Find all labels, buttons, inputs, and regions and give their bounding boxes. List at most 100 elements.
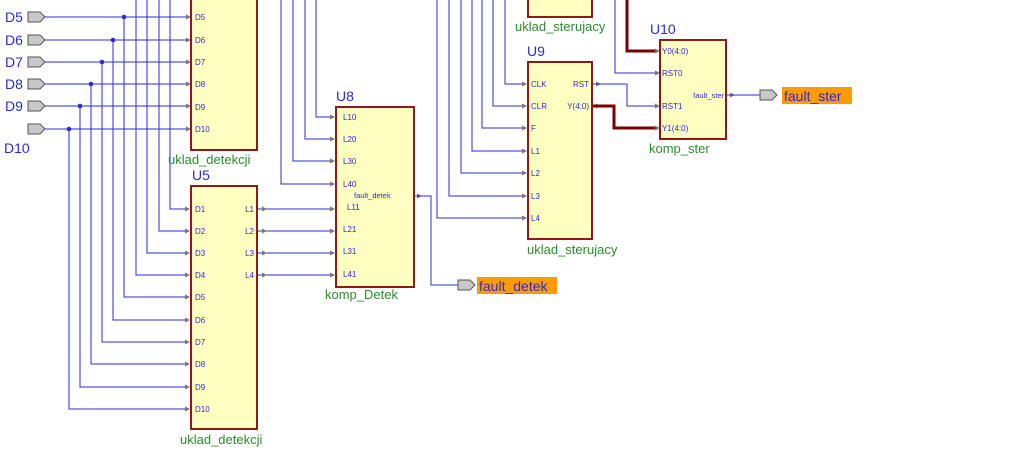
input-port-d5[interactable] bbox=[27, 11, 46, 23]
wire bbox=[123, 17, 185, 298]
output-label-fault-ster: fault_ster bbox=[784, 88, 842, 104]
block-u8[interactable] bbox=[335, 106, 415, 288]
pin-label-u8-l30: L30 bbox=[343, 157, 357, 166]
pin-arrow bbox=[186, 59, 191, 65]
pin-arrow bbox=[330, 228, 335, 234]
pin-label-u5-d1: D1 bbox=[195, 205, 206, 214]
pin-arrow bbox=[185, 206, 190, 212]
block-ref-u10: U10 bbox=[650, 21, 676, 37]
pin-arrow bbox=[186, 14, 191, 20]
wire bbox=[492, 0, 522, 107]
block-u5[interactable] bbox=[190, 185, 258, 430]
pin-arrow bbox=[262, 250, 267, 256]
wire bbox=[504, 0, 522, 85]
input-port-d9[interactable] bbox=[27, 100, 46, 112]
pin-label-u8-l10: L10 bbox=[343, 113, 357, 122]
pin-arrow bbox=[655, 125, 660, 131]
pin-label-u8-fault-detek: fault_detek bbox=[354, 191, 391, 200]
block-u10[interactable] bbox=[659, 39, 727, 140]
pin-arrow bbox=[522, 125, 527, 131]
wire bbox=[292, 0, 330, 162]
pin-arrow bbox=[522, 148, 527, 154]
pin-label-u9-l1: L1 bbox=[531, 147, 540, 156]
wire bbox=[79, 106, 185, 388]
pin-label-u5-d8: D8 bbox=[195, 360, 206, 369]
pin-label-u5-d5: D5 bbox=[195, 293, 206, 302]
pin-arrow bbox=[330, 114, 335, 120]
pin-arrow bbox=[522, 193, 527, 199]
wire bbox=[146, 0, 185, 254]
pin-arrow bbox=[522, 103, 527, 109]
wire bbox=[448, 0, 522, 197]
pin-label-d10: D10 bbox=[195, 125, 210, 134]
input-label-d10: D10 bbox=[4, 140, 30, 156]
wire bbox=[101, 62, 185, 343]
block-uklad-detekcji-top[interactable] bbox=[190, 0, 258, 151]
pin-label-d5: D5 bbox=[195, 13, 206, 22]
pin-arrow bbox=[330, 158, 335, 164]
pin-label-u5-d3: D3 bbox=[195, 249, 206, 258]
output-label-fault-detek: fault_detek bbox=[479, 278, 548, 294]
wire bbox=[625, 0, 655, 53]
block-ref-u9: U9 bbox=[527, 43, 545, 59]
pin-label-u5-d4: D4 bbox=[195, 271, 206, 280]
input-label-d8: D8 bbox=[5, 76, 23, 92]
pin-label-u5-out-l2: L2 bbox=[245, 227, 254, 236]
pin-arrow bbox=[655, 103, 660, 109]
input-label-d9: D9 bbox=[5, 98, 23, 114]
pin-arrow bbox=[185, 361, 190, 367]
pin-arrow bbox=[185, 272, 190, 278]
pin-label-u9-f: F bbox=[531, 124, 536, 133]
pin-label-u9-l2: L2 bbox=[531, 169, 540, 178]
pin-label-u10-rst1: RST1 bbox=[662, 102, 683, 111]
input-port-d6[interactable] bbox=[27, 34, 46, 46]
block-name-uklad-detekcji-top: uklad_detekcji bbox=[168, 152, 250, 167]
output-port-fault-ster[interactable] bbox=[759, 89, 778, 101]
pin-arrow bbox=[522, 81, 527, 87]
wire bbox=[414, 195, 458, 286]
input-port-d8[interactable] bbox=[27, 78, 46, 90]
pin-label-u5-d10: D10 bbox=[195, 405, 210, 414]
pin-arrow bbox=[185, 339, 190, 345]
block-name-u5: uklad_detekcji bbox=[180, 432, 262, 447]
input-port-d7[interactable] bbox=[27, 56, 46, 68]
input-label-d7: D7 bbox=[5, 54, 23, 70]
pin-label-d8: D8 bbox=[195, 80, 206, 89]
pin-label-u8-l31: L31 bbox=[343, 247, 357, 256]
wire bbox=[68, 129, 185, 410]
wire bbox=[158, 0, 185, 232]
wire bbox=[614, 0, 655, 74]
pin-label-u5-d2: D2 bbox=[195, 227, 206, 236]
pin-label-u5-out-l4: L4 bbox=[245, 271, 254, 280]
wire bbox=[481, 0, 522, 129]
block-name-uklad-sterujacy-top: uklad_sterujacy bbox=[515, 19, 606, 34]
pin-label-u9-rst: RST bbox=[573, 80, 589, 89]
wire-layer bbox=[45, 0, 760, 412]
pin-label-u9-clk: CLK bbox=[531, 80, 547, 89]
block-u9[interactable] bbox=[527, 61, 593, 240]
input-label-d5: D5 bbox=[5, 9, 23, 25]
block-ref-u8: U8 bbox=[336, 88, 354, 104]
wire bbox=[169, 0, 185, 210]
wire bbox=[280, 0, 330, 185]
pin-label-u9-l4: L4 bbox=[531, 214, 540, 223]
pin-label-u8-l20: L20 bbox=[343, 135, 357, 144]
pin-arrow bbox=[330, 250, 335, 256]
pin-arrow bbox=[185, 294, 190, 300]
input-port-d10[interactable] bbox=[27, 123, 46, 135]
output-port-fault-detek[interactable] bbox=[457, 279, 476, 291]
pin-arrow bbox=[185, 384, 190, 390]
block-uklad-sterujacy-top[interactable] bbox=[527, 0, 593, 18]
block-layer: D5D6D7D8D9D10uklad_detekcjiU5uklad_detek… bbox=[168, 0, 727, 447]
pin-label-u8-l21: L21 bbox=[343, 225, 357, 234]
block-ref-u5: U5 bbox=[192, 167, 210, 183]
wire bbox=[315, 0, 330, 118]
output-label-bg-fault-detek bbox=[477, 277, 557, 294]
pin-arrow bbox=[186, 126, 191, 132]
pin-arrow bbox=[186, 81, 191, 87]
output-label-bg-fault-ster bbox=[782, 87, 852, 104]
pin-label-u5-out-l3: L3 bbox=[245, 249, 254, 258]
pin-arrow bbox=[655, 48, 660, 54]
wire bbox=[135, 0, 185, 276]
pin-label-u10-rst0: RST0 bbox=[662, 69, 683, 78]
